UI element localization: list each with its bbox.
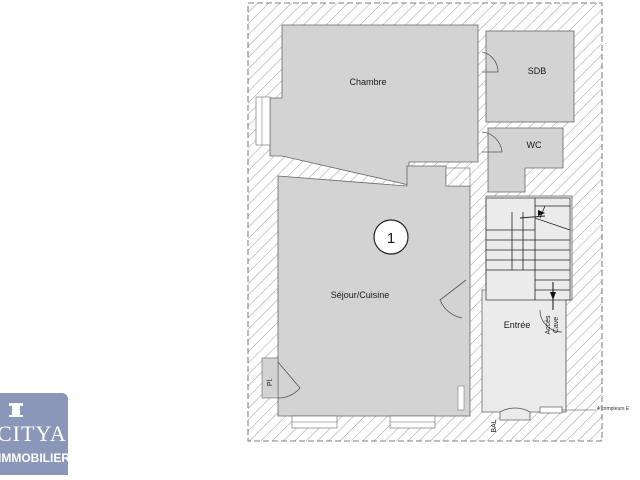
staircase xyxy=(485,197,571,301)
room-wc xyxy=(487,127,564,193)
radiator xyxy=(457,385,465,411)
wall-center-stub xyxy=(445,167,471,187)
label-chambre: Chambre xyxy=(349,77,386,87)
plan-outline xyxy=(247,2,603,442)
label-compteurs: 4 compteurs E xyxy=(597,406,630,412)
logo-subtitle: IMMOBILIER xyxy=(0,451,68,465)
citya-logo: CITYA IMMOBILIER xyxy=(0,393,68,475)
label-wc: WC xyxy=(527,140,542,150)
label-sejour: Séjour/Cuisine xyxy=(331,290,390,300)
doors xyxy=(277,51,563,413)
acces-cave-line: Cave xyxy=(553,317,560,333)
label-acces-cave: AccèsCave xyxy=(545,315,560,335)
label-sdb: SDB xyxy=(528,66,547,76)
column-icon xyxy=(9,403,23,417)
stair-arrow-down xyxy=(550,292,556,300)
placard xyxy=(261,357,279,399)
level-number: 1 xyxy=(387,230,395,247)
room-entree xyxy=(481,195,573,421)
logo-name: CITYA xyxy=(0,421,67,446)
window-chambre xyxy=(255,96,271,146)
stair-arrow-up xyxy=(538,210,545,216)
level-badge xyxy=(373,219,409,255)
acces-cave-line: Accès xyxy=(545,315,552,335)
label-entree: Entrée xyxy=(504,320,531,330)
label-bal: BAL xyxy=(491,419,498,432)
room-chambre xyxy=(269,24,479,186)
room-sdb xyxy=(485,30,575,123)
meter-box xyxy=(539,406,563,414)
label-placard: Pl. xyxy=(267,378,274,386)
